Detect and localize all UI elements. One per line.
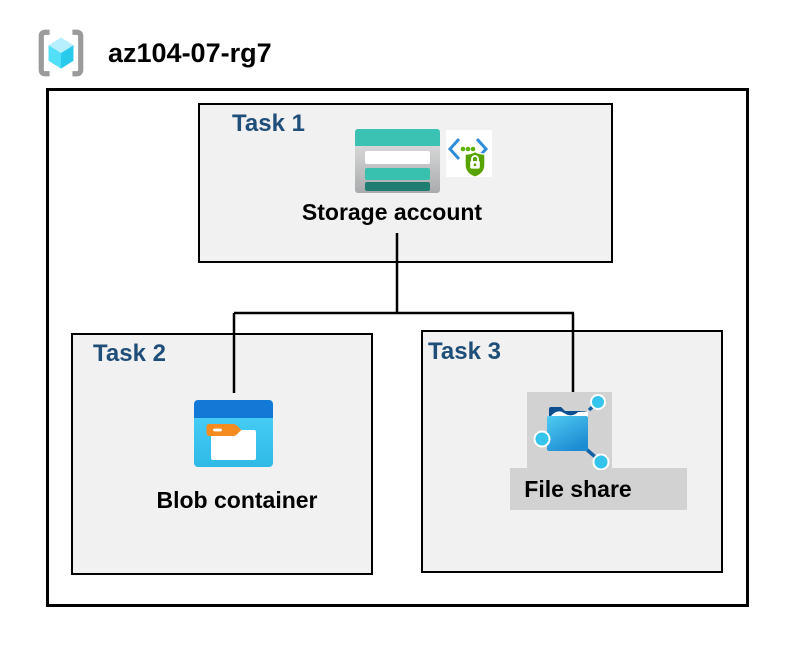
task2-title: Task 2 bbox=[93, 340, 166, 367]
file-share-label-background bbox=[510, 468, 687, 510]
task1-title: Task 1 bbox=[232, 110, 305, 137]
secured-access-shield-icon bbox=[446, 130, 492, 177]
file-share-label: File share bbox=[524, 476, 632, 502]
storage-account-icon bbox=[355, 129, 440, 193]
task3-title: Task 3 bbox=[428, 338, 501, 365]
blob-container-icon bbox=[194, 400, 273, 467]
file-share-icon bbox=[527, 392, 612, 470]
resource-group-icon bbox=[38, 29, 84, 77]
blob-container-label: Blob container bbox=[156, 487, 318, 513]
storage-account-label: Storage account bbox=[301, 199, 483, 225]
resource-group-title: az104-07-rg7 bbox=[108, 38, 272, 68]
